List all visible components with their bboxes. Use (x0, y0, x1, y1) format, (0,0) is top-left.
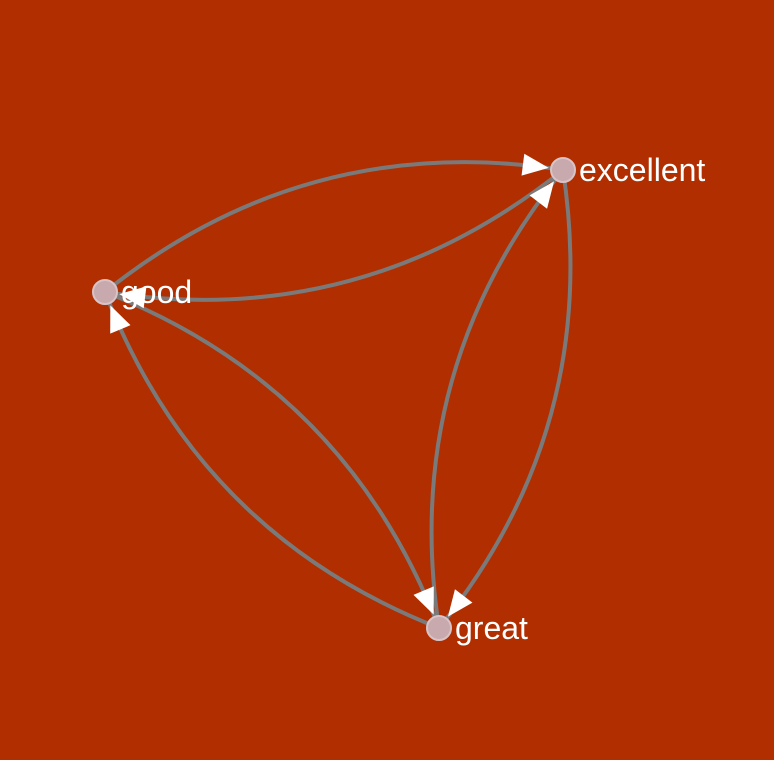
node-good-label: good (121, 274, 192, 310)
arrowheads-layer (110, 153, 555, 617)
node-excellent-circle[interactable] (550, 157, 576, 183)
arrowhead-good-to-great (413, 586, 434, 615)
node-great-circle[interactable] (426, 615, 452, 641)
arrowhead-great-to-good (110, 305, 131, 334)
arrowhead-excellent-to-good (119, 286, 147, 309)
arrowhead-great-to-excellent (529, 181, 555, 209)
node-great[interactable]: great (426, 610, 528, 646)
edge-excellent-to-good (104, 168, 565, 302)
edges-layer (103, 160, 573, 630)
nodes-layer: good excellent great (92, 152, 705, 646)
edge-excellent-to-great (437, 169, 573, 630)
node-good-circle[interactable] (92, 279, 118, 305)
edge-great-to-excellent (429, 168, 565, 629)
arrowhead-good-to-excellent (521, 153, 549, 176)
arrowhead-excellent-to-great (447, 589, 473, 617)
node-excellent[interactable]: excellent (550, 152, 705, 188)
edge-good-to-excellent (103, 160, 564, 294)
node-good[interactable]: good (92, 274, 192, 310)
node-great-label: great (455, 610, 528, 646)
node-excellent-label: excellent (579, 152, 705, 188)
edge-great-to-good (103, 291, 440, 630)
edge-good-to-great (104, 290, 441, 629)
